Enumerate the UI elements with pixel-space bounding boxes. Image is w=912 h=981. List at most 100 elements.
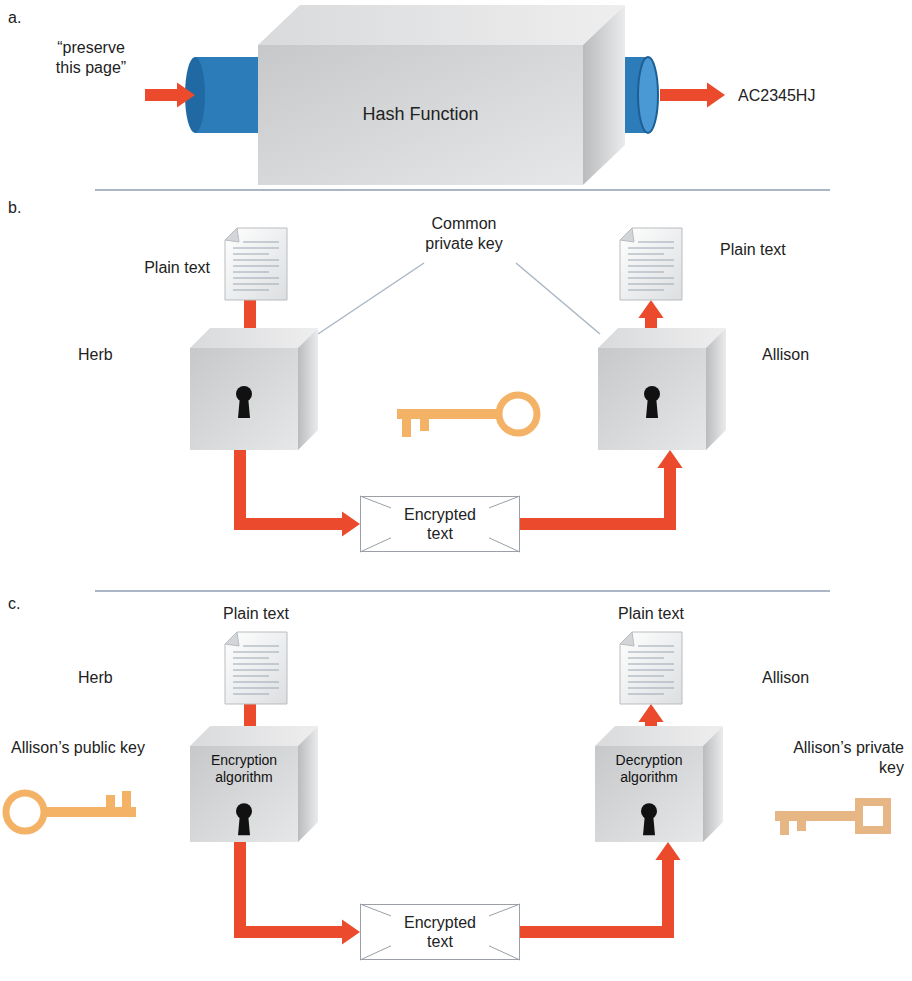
document-text-line [628,248,674,249]
box-side-face [706,328,726,450]
panel-letter: b. [8,198,21,218]
document-text-line [233,664,279,665]
flow-arrow [520,860,668,932]
node-heading: Plain text [591,604,711,623]
envelope-body [361,905,520,960]
node-heading: Plain text [720,240,830,259]
node-text: Encrypted text [391,912,489,952]
node-text: Encrypted text [391,504,489,544]
shared-key-icon [397,395,537,437]
document-text-line [628,652,674,653]
document-text-line [233,658,269,659]
box-top-face [258,5,625,45]
private-key-icon [775,802,887,835]
document-fold [620,632,634,646]
keyhole [236,803,252,835]
leader-line [516,263,600,334]
output-arrow [660,89,707,101]
flow-arrow [244,704,256,726]
box-front-face [190,746,298,842]
document-page [620,228,682,300]
plain-text-document: Plain text [225,632,287,704]
document-text-line [243,646,279,647]
encrypted-envelope: Encrypted text [360,496,520,552]
key-callout: Common private key [412,214,516,254]
box-side-face [583,5,625,185]
sender-name: Herb [78,668,113,688]
key-shaft [44,807,136,817]
node-text: Encryption algorithm [190,752,298,786]
document-text-line [233,278,279,279]
document-text-line [628,688,674,689]
leader-line [318,263,424,334]
plain-text-document: Plain text [225,228,287,300]
panel-divider [95,189,830,191]
document-text-line [233,676,269,677]
key-ring [859,802,887,830]
key-tooth [106,795,115,807]
input-cylinder [195,57,265,133]
document-fold [225,228,239,242]
document-text-line [233,260,279,261]
doc-shape [620,228,682,300]
flow-arrow [240,842,342,932]
document-text-line [233,254,269,255]
lock-box: Allison [598,328,726,450]
keyhole [236,386,252,418]
keyhole [644,386,660,418]
cube-shape [258,5,625,185]
box-front-face [595,746,703,842]
document-text-line [628,694,664,695]
document-text-line [233,682,279,683]
box-side-face [703,726,723,842]
lock-box: Herb [190,328,318,450]
node-text: Hash Function [362,104,478,126]
document-text-line [233,248,279,249]
document-page [225,632,287,704]
document-text-line [628,266,674,267]
document-text-line [628,682,674,683]
flow-arrow [240,450,342,524]
key-tooth [402,419,411,437]
plain-text-document: Plain text [620,228,682,300]
key-shaft [775,811,859,821]
key-tooth [797,821,806,831]
public-key-icon [6,791,136,831]
private-key-label: Allison’s private key [768,738,904,778]
flow-arrow [645,722,657,726]
document-fold [225,632,239,646]
flow-arrow [244,300,256,328]
document-text-line [233,284,279,285]
encrypted-envelope: Encrypted text [360,904,520,960]
hash-function-box: Hash Function [258,5,625,185]
cube-shape [598,328,726,450]
keyhole [641,803,657,835]
box-front-face [598,348,706,450]
flow-arrow [520,468,670,524]
document-text-line [233,670,279,671]
document-text-line [233,688,279,689]
public-key-label: Allison’s public key [8,738,148,758]
key-tooth [122,791,131,807]
panel-letter: a. [8,8,21,28]
box-top-face [190,328,318,348]
box-side-face [298,328,318,450]
input-arrow [145,89,177,101]
document-text-line [628,290,664,291]
keyhole-slot [646,396,658,418]
recipient-name: Allison [762,668,809,688]
key-ring [6,793,44,831]
doc-shape [620,632,682,704]
keyhole-slot [238,813,250,835]
box-front-face [258,45,583,185]
panel-divider [95,590,830,592]
keyhole-slot [238,396,250,418]
document-text-line [628,254,664,255]
document-text-line [638,242,674,243]
document-text-line [628,670,674,671]
document-page [620,632,682,704]
flow-arrow [645,318,657,328]
document-text-line [233,652,279,653]
envelope-body [361,497,520,552]
